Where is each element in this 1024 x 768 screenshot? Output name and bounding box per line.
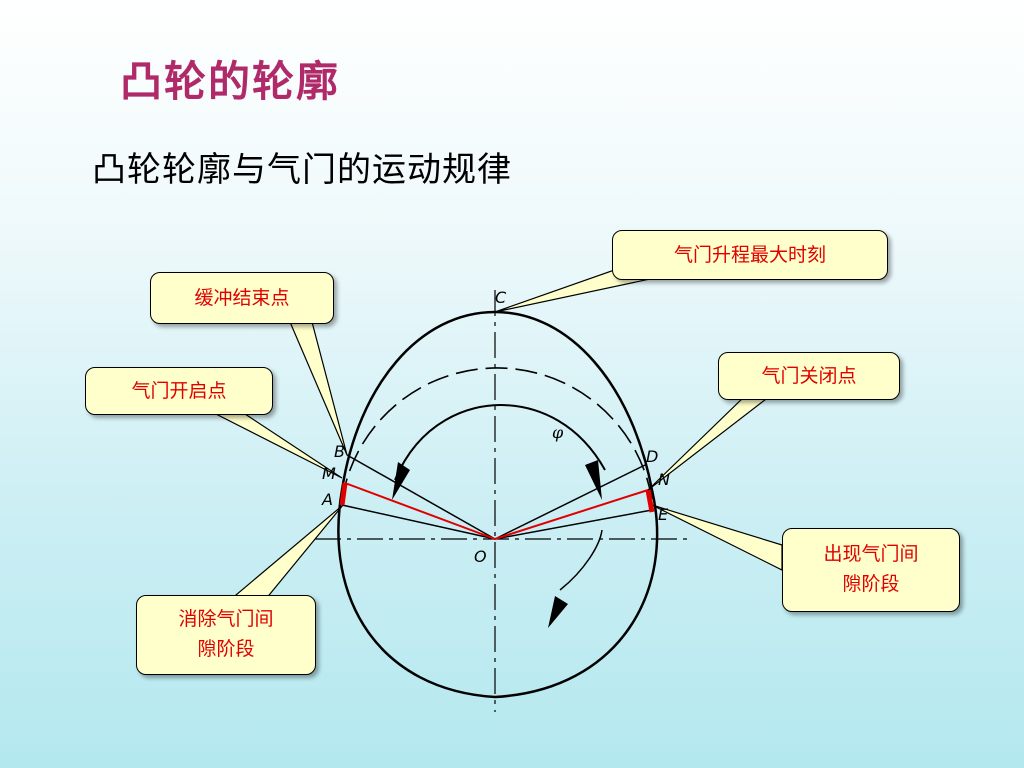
- pointer-clearance-appear: [651, 504, 783, 571]
- label-M: M: [322, 464, 336, 483]
- phi-arrow-left: [392, 462, 410, 500]
- line-OE: [494, 509, 653, 540]
- line-OB: [346, 454, 496, 540]
- callout-buffer-end: 缓冲结束点: [150, 272, 334, 324]
- callout-clearance-appear-line1: 出现气门间: [823, 543, 919, 565]
- segment-MA: [339, 482, 348, 506]
- line-OD: [494, 464, 646, 540]
- callout-clearance-eliminate-line2: 隙阶段: [197, 638, 255, 660]
- phi-arc: [394, 403, 606, 481]
- callout-buffer-end-text: 缓冲结束点: [194, 287, 290, 309]
- page-subtitle: 凸轮轮廓与气门的运动规律: [92, 150, 512, 190]
- callout-valve-open-text: 气门开启点: [131, 380, 227, 402]
- label-C: C: [495, 288, 507, 307]
- pointer-clearance-eliminate: [228, 504, 344, 601]
- callout-max-lift-text: 气门升程最大时刻: [673, 244, 826, 266]
- label-E: E: [658, 505, 669, 524]
- label-B: B: [334, 442, 345, 461]
- callout-clearance-eliminate-line1: 消除气门间: [178, 608, 274, 630]
- cam-profile: [337, 310, 659, 699]
- rotation-arc: [559, 529, 603, 591]
- callout-clearance-eliminate: 消除气门间 隙阶段: [136, 595, 316, 675]
- segment-NE: [645, 489, 655, 513]
- label-O: O: [474, 547, 487, 566]
- label-phi: φ: [552, 423, 564, 442]
- base-circle: [341, 367, 653, 501]
- pointer-buffer-end: [289, 321, 348, 456]
- phi-arrow-right: [585, 460, 602, 500]
- line-ON: [494, 489, 649, 540]
- callout-valve-close-text: 气门关闭点: [761, 365, 857, 387]
- label-D: D: [646, 447, 658, 466]
- rotation-arrow: [548, 596, 568, 628]
- callout-clearance-appear-line2: 隙阶段: [842, 573, 900, 595]
- line-OA: [341, 504, 496, 540]
- page-title: 凸轮的轮廓: [120, 57, 341, 106]
- callout-clearance-appear: 出现气门间 隙阶段: [782, 528, 960, 612]
- label-A: A: [321, 490, 333, 509]
- callout-valve-open: 气门开启点: [85, 367, 273, 415]
- label-N: N: [658, 470, 670, 489]
- line-OM: [344, 482, 496, 540]
- callout-valve-close: 气门关闭点: [718, 352, 900, 400]
- callout-max-lift: 气门升程最大时刻: [612, 230, 888, 280]
